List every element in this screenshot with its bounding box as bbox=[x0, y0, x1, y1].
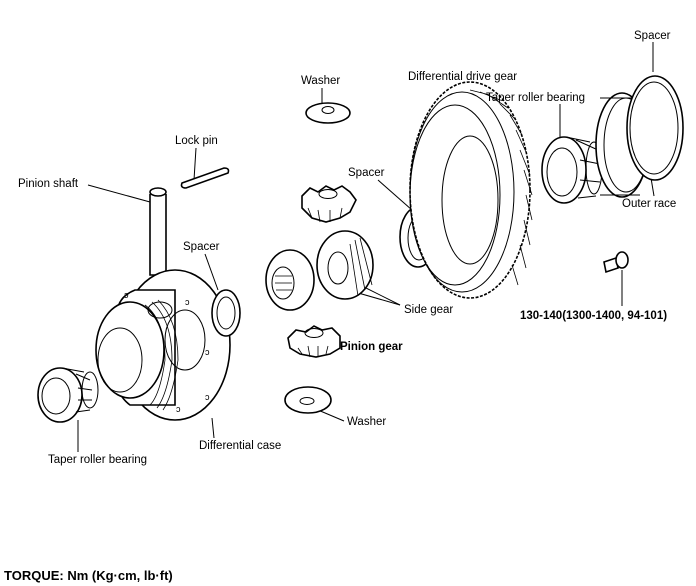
label-spacer-left: Spacer bbox=[183, 241, 220, 253]
taper-roller-bearing-left-part bbox=[37, 367, 99, 423]
label-taper-roller-bearing-right: Taper roller bearing bbox=[486, 92, 586, 104]
side-gear-right-part bbox=[316, 230, 374, 300]
label-differential-case: Differential case bbox=[199, 440, 282, 452]
lock-pin-part bbox=[180, 167, 230, 189]
differential-case-part: ɔ ɔ ɔ ɔ ɔ bbox=[95, 269, 231, 421]
label-washer-bottom: Washer bbox=[347, 416, 387, 428]
taper-roller-bearing-right-part bbox=[541, 136, 603, 204]
label-washer-top: Washer bbox=[301, 75, 341, 87]
label-spacer-middle: Spacer bbox=[348, 167, 385, 179]
label-outer-race: Outer race bbox=[622, 198, 677, 210]
pinion-shaft-part bbox=[149, 187, 167, 276]
label-differential-drive-gear: Differential drive gear bbox=[408, 71, 518, 83]
label-pinion-shaft: Pinion shaft bbox=[18, 178, 79, 190]
label-lock-pin: Lock pin bbox=[175, 135, 218, 147]
label-torque-value: 130-140(1300-1400, 94-101) bbox=[520, 310, 668, 322]
spacer-left-part bbox=[211, 289, 241, 337]
label-spacer-top-right: Spacer bbox=[634, 30, 671, 42]
pinion-gear-lower-part bbox=[287, 325, 341, 358]
bolt-part bbox=[603, 251, 629, 274]
svg-text:ɔ: ɔ bbox=[205, 347, 210, 357]
spacer-top-right-part bbox=[626, 75, 684, 181]
svg-text:ɔ: ɔ bbox=[205, 392, 210, 402]
side-gear-left-part bbox=[265, 249, 315, 311]
svg-text:ɔ: ɔ bbox=[176, 404, 181, 414]
torque-legend: TORQUE: Nm (Kg·cm, lb·ft) bbox=[4, 568, 173, 583]
washer-top-part bbox=[305, 102, 351, 124]
differential-drive-gear-part bbox=[409, 81, 533, 299]
washer-bottom-part bbox=[284, 386, 332, 414]
label-side-gear: Side gear bbox=[404, 304, 454, 316]
pinion-gear-upper-part bbox=[301, 185, 357, 223]
label-pinion-gear: Pinion gear bbox=[340, 341, 403, 353]
svg-text:ɔ: ɔ bbox=[124, 290, 129, 300]
label-taper-roller-bearing-left: Taper roller bearing bbox=[48, 454, 148, 466]
svg-text:ɔ: ɔ bbox=[185, 297, 190, 307]
